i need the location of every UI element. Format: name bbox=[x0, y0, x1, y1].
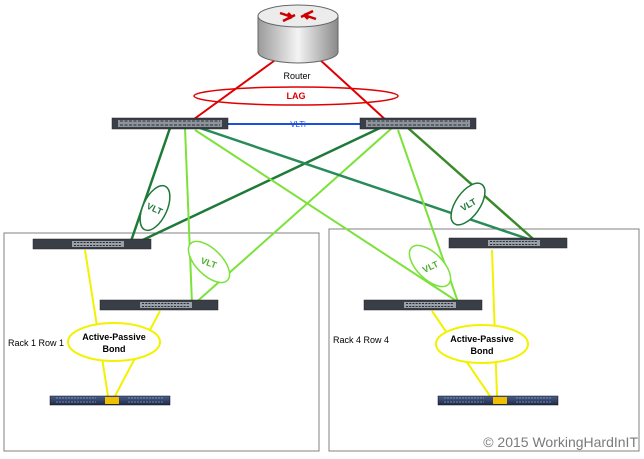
vlt-ellipse-4 bbox=[450, 182, 486, 226]
rack-label-1: Rack 1 Row 1 bbox=[8, 338, 64, 348]
bond-label-2a: Active-Passive bbox=[450, 334, 514, 344]
rack1-switch-top bbox=[32, 238, 152, 250]
router-link-right bbox=[317, 57, 389, 123]
rack4-switch-mid bbox=[363, 299, 483, 311]
router-label: Router bbox=[283, 71, 310, 81]
router-icon bbox=[257, 4, 339, 64]
lag-ellipse bbox=[193, 86, 399, 106]
link-coreL-rack1-top bbox=[128, 127, 172, 245]
rack1-switch-mid bbox=[99, 299, 219, 311]
link-coreL-rack1-mid bbox=[184, 127, 193, 305]
lag-label: LAG bbox=[287, 91, 306, 101]
core-switch-right bbox=[359, 117, 477, 130]
rack-label-2: Rack 4 Row 4 bbox=[333, 335, 389, 345]
core-switch-left bbox=[111, 117, 229, 130]
rack-box-1 bbox=[3, 232, 320, 452]
link-coreL-rack4-mid bbox=[194, 129, 459, 303]
link-coreR-rack1-top bbox=[129, 126, 381, 248]
bond-ellipse-1 bbox=[67, 322, 161, 362]
rack1-server bbox=[49, 395, 171, 406]
link-coreL-rack4-top bbox=[199, 126, 541, 245]
vlt-ellipse-2 bbox=[187, 240, 231, 284]
vlt-ellipse-3 bbox=[408, 244, 452, 288]
bond-label-1b: Bond bbox=[103, 344, 126, 354]
rack4-server bbox=[437, 395, 559, 406]
bond-label-2b: Bond bbox=[471, 346, 494, 356]
bond-link-r4-top bbox=[491, 249, 498, 397]
vlt-ellipse-1 bbox=[139, 184, 171, 232]
rack-box-2 bbox=[328, 228, 640, 452]
bond-ellipse-2 bbox=[435, 324, 529, 364]
router-link-left bbox=[189, 57, 279, 123]
bond-link-r1-top bbox=[84, 249, 109, 397]
rack4-switch-top bbox=[448, 237, 568, 249]
bond-label-1a: Active-Passive bbox=[82, 332, 146, 342]
vlti-label: VLTi bbox=[290, 120, 306, 129]
copyright-watermark: © 2015 WorkingHardInIT bbox=[483, 434, 638, 450]
